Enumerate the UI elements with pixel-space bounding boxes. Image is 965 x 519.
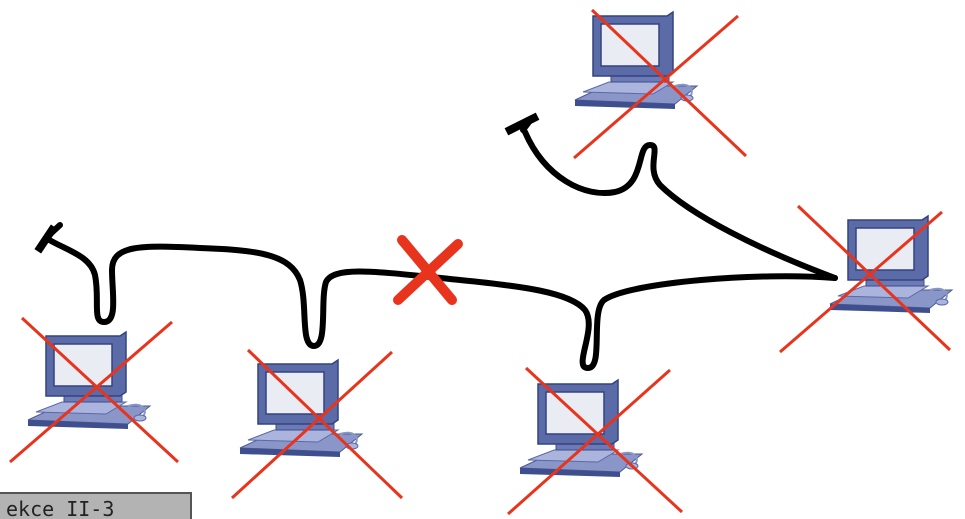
cross-mark-icon xyxy=(573,8,748,160)
terminator-icon xyxy=(504,112,540,136)
terminator-icon xyxy=(34,222,63,254)
computer-icon xyxy=(574,11,698,110)
cross-mark-icon xyxy=(9,316,180,464)
branch-cable xyxy=(522,129,838,281)
computer-icon xyxy=(519,379,643,478)
cross-mark-icon xyxy=(507,366,684,516)
computer-pc-5 xyxy=(779,204,953,354)
computer-pc-1 xyxy=(9,316,180,464)
computer-pc-4 xyxy=(573,8,748,160)
computer-pc-3 xyxy=(507,366,684,516)
cross-mark-icon xyxy=(779,204,952,354)
bus-cable xyxy=(43,235,838,371)
slide-footer-label: ekce II-3 xyxy=(0,492,192,519)
cross-mark-icon xyxy=(230,348,404,500)
computer-icon xyxy=(829,215,953,314)
cable-break-icon xyxy=(393,235,463,305)
computer-pc-2 xyxy=(230,348,404,500)
